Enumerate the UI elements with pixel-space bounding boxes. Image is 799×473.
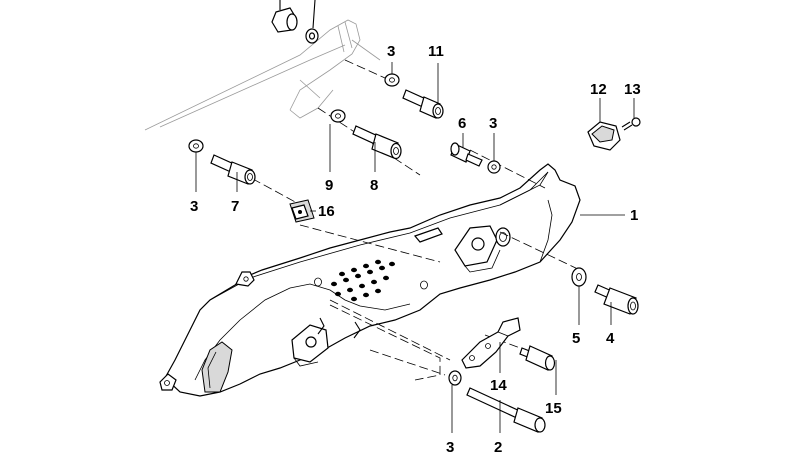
label-part-3-bottom: 3 <box>446 439 454 456</box>
label-part-4: 4 <box>606 330 615 347</box>
part-labels: 11 3 12 13 6 3 9 8 3 7 16 1 5 4 14 15 3 … <box>190 43 641 456</box>
label-part-3-mid: 3 <box>489 115 497 132</box>
grille-holes <box>331 259 395 302</box>
bolt-part-8 <box>330 109 402 160</box>
chain-guard-cover <box>159 163 581 397</box>
bolt-part-2 <box>448 370 546 433</box>
label-part-3-left: 3 <box>190 198 198 215</box>
label-part-5: 5 <box>572 330 580 347</box>
label-part-13: 13 <box>624 81 641 98</box>
label-part-9: 9 <box>325 177 333 194</box>
label-part-14: 14 <box>490 377 507 394</box>
label-part-6: 6 <box>458 115 466 132</box>
label-part-3-top: 3 <box>387 43 395 60</box>
screw-part-13 <box>621 117 641 131</box>
bolt-part-4 <box>571 267 639 315</box>
label-part-8: 8 <box>370 177 378 194</box>
label-part-2: 2 <box>494 439 502 456</box>
leader-lines <box>195 62 635 433</box>
label-part-16: 16 <box>318 203 335 220</box>
bolt-part-11 <box>384 73 444 119</box>
label-part-12: 12 <box>590 81 607 98</box>
label-part-1: 1 <box>630 207 638 224</box>
label-part-7: 7 <box>231 198 239 215</box>
bracket-part-14 <box>461 317 521 369</box>
bolt-part-15 <box>519 345 556 371</box>
top-spacer-parts <box>271 0 319 44</box>
cap-part-12 <box>587 121 621 151</box>
clip-nut-part-16 <box>289 199 315 223</box>
label-part-15: 15 <box>545 400 562 417</box>
bolt-part-6 <box>450 142 501 174</box>
label-part-11: 11 <box>428 43 444 60</box>
bolt-part-7 <box>188 139 256 185</box>
